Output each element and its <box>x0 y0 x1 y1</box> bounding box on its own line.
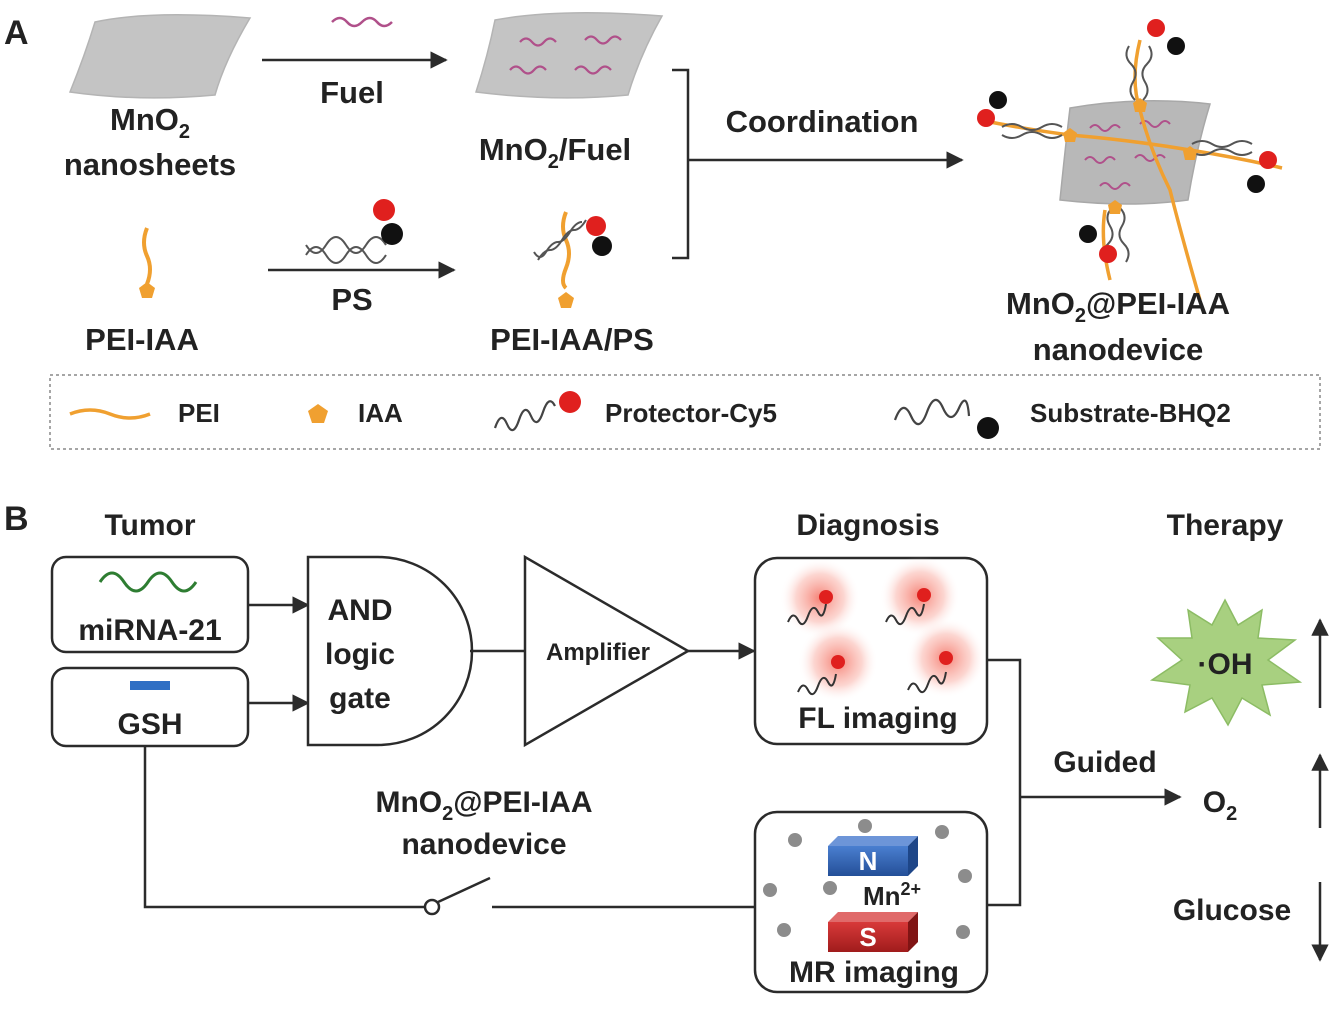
loaded-fuel-strands <box>509 35 622 75</box>
iaa-pentagon-icon <box>139 282 155 298</box>
magnet-s-label: S <box>859 922 876 952</box>
pei-iaa-label: PEI-IAA <box>85 322 199 357</box>
mr-imaging-box <box>753 810 989 994</box>
fuel-strand-icon <box>331 16 393 28</box>
fl-imaging-label: FL imaging <box>798 702 957 735</box>
pei-ps-cy5-icon <box>586 216 606 236</box>
nanodevice-title-a: MnO2@PEI-IAA <box>1006 286 1230 327</box>
mno2-nanosheet <box>68 14 252 99</box>
mn-ion-label: Mn2+ <box>863 879 921 911</box>
legend-pei-icon <box>69 408 151 420</box>
gsh-label: GSH <box>117 708 182 741</box>
tumor-heading: Tumor <box>104 509 195 542</box>
mirna-label: miRNA-21 <box>78 614 221 647</box>
nanodevice-subtitle-a: nanodevice <box>1033 332 1204 367</box>
magnet-n-icon <box>828 836 918 876</box>
coordination-bracket <box>672 68 690 260</box>
switch-input-wire <box>143 746 424 909</box>
o2-label: O2 <box>1203 786 1237 825</box>
magnet-s-icon <box>828 912 918 952</box>
mno2-fuel-sheet <box>475 12 664 99</box>
mr-imaging-label: MR imaging <box>789 956 959 989</box>
guided-label: Guided <box>1053 746 1156 779</box>
amplifier-triangle <box>523 554 691 748</box>
diagnosis-heading: Diagnosis <box>796 509 939 542</box>
nanosheets-label: nanosheets <box>64 147 236 182</box>
nanodevice-subtitle-b: nanodevice <box>401 828 566 861</box>
switch-lever <box>437 876 491 904</box>
mn-ion-dots <box>763 819 972 939</box>
ps-duplex-icon <box>305 236 387 264</box>
therapy-heading: Therapy <box>1167 509 1284 542</box>
amplifier-label: Amplifier <box>546 639 650 666</box>
legend-cy5-icon <box>559 391 581 413</box>
mno2-label: MnO2 <box>110 102 190 143</box>
pei-ps-duplex-icon <box>533 219 587 261</box>
fuel-label: Fuel <box>320 75 384 110</box>
glucose-label: Glucose <box>1173 894 1291 927</box>
oh-burst-icon <box>1149 598 1303 727</box>
legend-bhq2-icon <box>977 417 999 439</box>
ps-label: PS <box>331 282 372 317</box>
legend-substrate-strand-icon <box>893 398 971 426</box>
and-gate-line3: gate <box>329 682 391 715</box>
legend-substrate-label: Substrate-BHQ2 <box>1030 398 1231 428</box>
nanodevice-title-b: MnO2@PEI-IAA <box>375 786 592 825</box>
legend-iaa-label: IAA <box>358 398 403 428</box>
gsh-box <box>50 666 250 748</box>
and-gate-line2: logic <box>325 638 395 671</box>
mno2-fuel-label: MnO2/Fuel <box>479 132 631 173</box>
oh-label: ·OH <box>1198 648 1253 681</box>
pei-ps-iaa-icon <box>558 292 574 308</box>
and-gate-line1: AND <box>328 594 393 627</box>
legend-iaa-icon <box>308 404 328 423</box>
pei-chain-icon <box>142 227 152 285</box>
pei-iaa-ps-label: PEI-IAA/PS <box>490 322 654 357</box>
pei-ps-chain-icon <box>561 211 571 290</box>
coordination-label: Coordination <box>726 104 919 139</box>
switch-pivot <box>423 898 441 916</box>
panel-a-label: A <box>4 14 29 52</box>
bhq2-dot-icon <box>381 223 403 245</box>
fl-glow-probes <box>780 556 986 702</box>
legend-pei-label: PEI <box>178 398 220 428</box>
gsh-bar-icon <box>130 681 170 690</box>
legend-protector-strand-icon <box>493 400 556 432</box>
guided-bracket <box>987 658 1022 907</box>
mirna-wave-icon <box>98 571 198 593</box>
panel-b-label: B <box>4 500 29 538</box>
nanodevice-illustration <box>977 19 1283 301</box>
magnet-n-label: N <box>859 846 878 876</box>
legend-protector-label: Protector-Cy5 <box>605 398 777 428</box>
pei-ps-bhq2-icon <box>592 236 612 256</box>
and-logic-gate <box>306 555 474 747</box>
cy5-dot-icon <box>373 199 395 221</box>
